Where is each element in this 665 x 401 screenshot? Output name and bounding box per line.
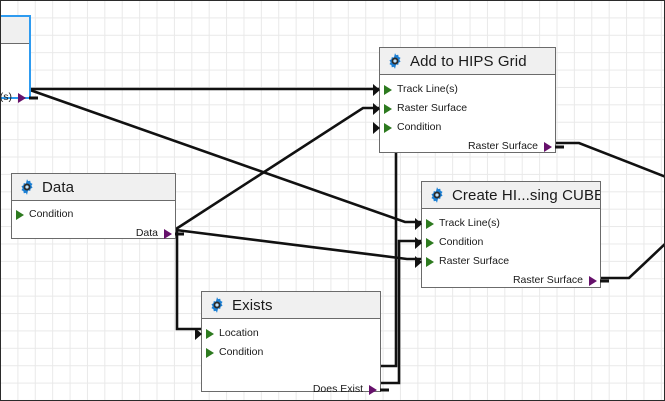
node-partial-body: (s) <box>0 44 38 111</box>
output-connector-nub <box>555 145 564 148</box>
port-in-raster-surface[interactable]: Raster Surface <box>373 99 555 118</box>
node-partial[interactable]: (s) <box>0 15 38 103</box>
port-out-data[interactable]: Data <box>12 224 184 243</box>
gear-icon <box>21 179 33 195</box>
input-arrow-icon <box>426 237 434 248</box>
port-in-createhi-raster-surface-label: Raster Surface <box>439 255 510 267</box>
node-data-title: Data <box>42 178 75 196</box>
node-data[interactable]: Data Condition Data <box>11 173 184 239</box>
output-connector-nub <box>175 232 184 235</box>
wire-data-to-createhi-raster <box>175 228 421 261</box>
port-out-createhi-raster-surface-label: Raster Surface <box>512 274 583 286</box>
input-arrow-icon <box>16 209 24 220</box>
input-arrow-icon <box>206 328 214 339</box>
output-connector-nub <box>600 279 609 282</box>
gear-icon <box>0 21 3 39</box>
port-in-createhi-trackline[interactable]: Track Line(s) <box>415 214 600 233</box>
node-exists[interactable]: Exists Location Condition Does Exist Doe… <box>195 291 389 395</box>
port-out-createhi-raster-surface[interactable]: Raster Surface <box>422 271 609 290</box>
input-connector-nub <box>373 102 380 115</box>
port-in-exists-location-label: Location <box>219 327 259 339</box>
port-out-raster-surface[interactable]: Raster Surface <box>380 137 564 156</box>
node-partial-header[interactable] <box>0 17 29 44</box>
port-in-data-condition[interactable]: Condition <box>12 205 175 224</box>
input-arrow-icon <box>206 347 214 358</box>
port-in-condition-label: Condition <box>397 121 442 133</box>
input-arrow-icon <box>426 218 434 229</box>
spacer <box>202 362 380 380</box>
node-create-hips-cube-body: Track Line(s) Condition Raster Surface R… <box>415 209 609 294</box>
output-arrow-icon <box>544 141 552 152</box>
input-connector-nub <box>415 236 422 249</box>
port-in-trackline[interactable]: Track Line(s) <box>373 80 555 99</box>
input-connector-nub <box>373 83 380 96</box>
port-out-raster-surface-label: Raster Surface <box>467 140 538 152</box>
gear-icon <box>389 53 401 69</box>
node-add-to-hips-grid-header[interactable]: Add to HIPS Grid <box>380 48 555 75</box>
port-in-exists-condition-label: Condition <box>219 346 264 358</box>
gear-icon <box>211 297 223 313</box>
port-in-createhi-raster-surface[interactable]: Raster Surface <box>415 252 600 271</box>
node-exists-title: Exists <box>232 296 273 314</box>
output-arrow-icon <box>589 275 597 286</box>
input-arrow-icon <box>384 122 392 133</box>
input-connector-nub <box>195 327 202 340</box>
input-connector-nub <box>415 217 422 230</box>
node-add-to-hips-grid-title: Add to HIPS Grid <box>410 52 527 70</box>
port-in-data-condition-label: Condition <box>29 208 74 220</box>
gear-icon <box>431 187 443 203</box>
port-in-createhi-condition-label: Condition <box>439 236 484 248</box>
port-in-exists-location[interactable]: Location <box>195 324 380 343</box>
port-in-exists-condition[interactable]: Condition <box>202 343 380 362</box>
node-create-hips-cube-header[interactable]: Create HI...sing CUBE <box>422 182 600 209</box>
node-exists-header[interactable]: Exists <box>202 292 380 319</box>
port-in-condition[interactable]: Condition <box>373 118 555 137</box>
wire-addhips-output-to-right <box>556 141 664 178</box>
wire-createhi-output-to-right <box>601 243 664 280</box>
port-in-raster-surface-label: Raster Surface <box>397 102 468 114</box>
port-out-partial-s[interactable]: (s) <box>0 88 38 107</box>
node-data-body: Condition Data <box>12 201 184 247</box>
node-create-hips-cube-title: Create HI...sing CUBE <box>452 186 600 204</box>
node-exists-body: Location Condition Does Exist Does Not E… <box>195 319 389 400</box>
node-add-to-hips-grid[interactable]: Add to HIPS Grid Track Line(s) Raster Su… <box>373 47 564 153</box>
node-create-hips-cube[interactable]: Create HI...sing CUBE Track Line(s) Cond… <box>415 181 609 288</box>
output-arrow-icon <box>369 384 377 395</box>
port-out-partial-s-label: (s) <box>0 91 12 103</box>
port-in-createhi-condition[interactable]: Condition <box>415 233 600 252</box>
output-connector-nub <box>29 96 38 99</box>
input-arrow-icon <box>384 103 392 114</box>
node-data-header[interactable]: Data <box>12 174 175 201</box>
output-arrow-icon <box>164 228 172 239</box>
port-in-trackline-label: Track Line(s) <box>397 83 458 95</box>
output-arrow-icon <box>18 92 26 103</box>
wire-data-to-addhips-raster <box>175 106 379 231</box>
input-arrow-icon <box>384 84 392 95</box>
port-out-does-exist[interactable]: Does Exist <box>202 380 389 399</box>
port-out-data-label: Data <box>135 227 158 239</box>
port-out-does-exist-label: Does Exist <box>312 383 363 395</box>
input-arrow-icon <box>426 256 434 267</box>
node-add-to-hips-grid-body: Track Line(s) Raster Surface Condition R… <box>373 75 564 160</box>
output-connector-nub <box>380 388 389 391</box>
input-connector-nub <box>415 255 422 268</box>
port-in-createhi-trackline-label: Track Line(s) <box>439 217 500 229</box>
wire-exists-doesexist-to-addhips-condition <box>379 124 398 368</box>
input-connector-nub <box>373 121 380 134</box>
